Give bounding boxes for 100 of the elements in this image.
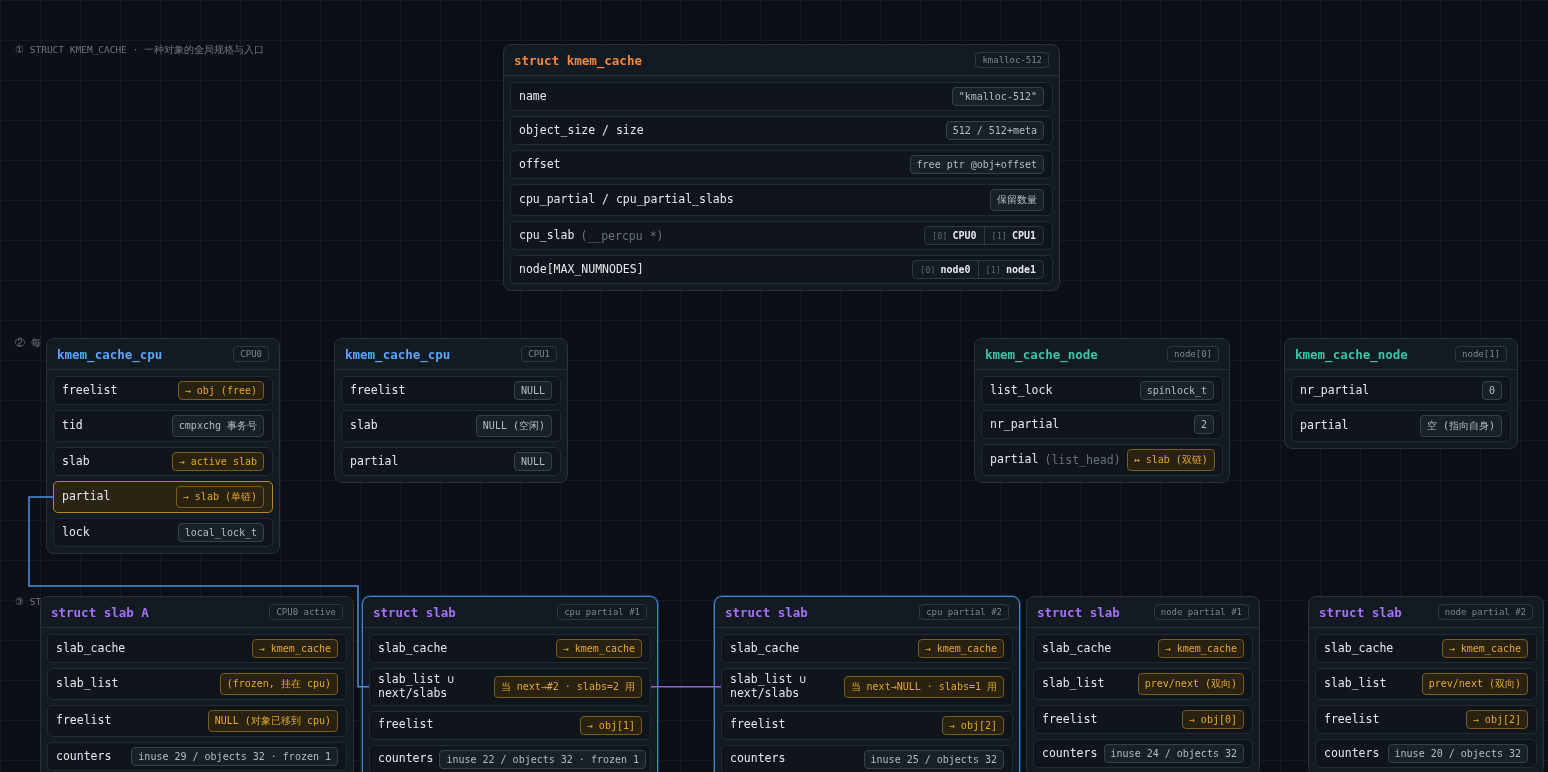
field-name: nr_partial	[990, 417, 1060, 432]
field-name: partial	[350, 454, 399, 469]
field-name: slab_list ∪ next/slabs	[730, 673, 808, 701]
instance-tag: cpu partial #1	[557, 604, 647, 620]
field-row	[1315, 705, 1537, 734]
array-entry: node1	[1005, 264, 1036, 275]
field-value: 空 (指向自身)	[1419, 415, 1502, 437]
field-row	[510, 116, 1053, 145]
pointer-value: NULL (对象已移到 cpu)	[207, 710, 338, 732]
field-name: freelist	[56, 714, 112, 728]
field-name: cpu_partial / cpu_partial_slabs	[519, 193, 734, 207]
field-name: object_size / size	[519, 123, 644, 138]
field-row	[510, 82, 1053, 111]
field-value: free ptr @obj+offset	[909, 155, 1044, 174]
instance-tag: CPU0 active	[269, 604, 343, 620]
field-row	[369, 710, 651, 740]
field-value: inuse 24 / objects 32	[1103, 744, 1244, 763]
field-row	[369, 668, 651, 706]
field-value: 2	[1193, 415, 1214, 434]
field-name: slab_cache	[1324, 641, 1394, 656]
field-row	[1291, 376, 1511, 405]
struct-title: struct slab	[725, 604, 808, 620]
field-row	[510, 184, 1053, 216]
field-row	[510, 150, 1053, 179]
field-row	[53, 410, 273, 442]
field-value: inuse 29 / objects 32 · frozen 1	[131, 747, 338, 766]
pointer-value: → kmem_cache	[251, 639, 338, 658]
field-name: slab_cache	[56, 641, 126, 656]
field-value: spinlock_t	[1139, 381, 1214, 400]
field-row	[47, 742, 347, 771]
field-value: cmpxchg 事务号	[171, 415, 264, 437]
field-name: partial	[1300, 419, 1349, 433]
field-row	[981, 410, 1223, 439]
pointer-value: (frozen, 挂在 cpu)	[219, 673, 338, 695]
struct-title: struct slab A	[51, 604, 149, 620]
field-name: nr_partial	[1300, 383, 1370, 398]
pointer-value: → kmem_cache	[555, 639, 642, 658]
struct-card	[1284, 338, 1518, 449]
pointer-value: → obj[0]	[1181, 710, 1244, 729]
field-value: inuse 20 / objects 32	[1387, 744, 1528, 763]
field-row	[53, 447, 273, 476]
struct-title: kmem_cache_node	[1295, 346, 1408, 362]
pointer-value: → kmem_cache	[1157, 639, 1244, 658]
array-index: [0]	[932, 230, 948, 241]
type-note: (list_head)	[1044, 453, 1121, 467]
field-name: slab_cache	[1042, 641, 1112, 656]
pointer-value: → obj (free)	[177, 381, 264, 400]
field-name: slab_list ∪ next/slabs	[378, 673, 456, 701]
struct-card	[40, 596, 354, 772]
field-name: freelist	[62, 383, 118, 398]
pointer-value: ↔ slab (双链)	[1126, 449, 1215, 471]
struct-card	[46, 338, 280, 554]
field-row	[53, 376, 273, 405]
pointer-value: → kmem_cache	[917, 639, 1004, 658]
struct-title: kmem_cache_cpu	[57, 346, 163, 362]
field-row	[341, 410, 561, 442]
field-name: slab_cache	[378, 641, 448, 656]
field-value: NULL	[513, 452, 552, 471]
pointer-value: prev/next (双向)	[1137, 673, 1244, 695]
field-name: slab	[62, 454, 90, 469]
struct-card	[503, 44, 1060, 291]
instance-tag: kmalloc-512	[975, 52, 1049, 68]
field-value: local_lock_t	[177, 523, 264, 542]
field-row	[369, 634, 651, 663]
struct-title: kmem_cache_cpu	[345, 346, 451, 362]
field-row	[341, 376, 561, 405]
field-row	[53, 518, 273, 547]
pointer-value: → slab (单链)	[175, 486, 264, 508]
instance-tag: CPU1	[521, 346, 557, 362]
section-label: ③ ST	[15, 596, 42, 607]
field-name: slab	[350, 419, 378, 433]
pointer-value: 当 next→#2 · slabs=2 用	[493, 675, 642, 698]
field-row	[1315, 668, 1537, 700]
field-row	[369, 744, 651, 772]
field-name: freelist	[1042, 712, 1098, 727]
field-value: inuse 25 / objects 32	[863, 749, 1004, 769]
field-name: slab_list	[1042, 677, 1105, 691]
instance-tag: node[0]	[1167, 346, 1219, 362]
section-label: ② 每	[15, 337, 41, 350]
field-value: inuse 22 / objects 32 · frozen 1	[439, 749, 647, 769]
field-name: freelist	[378, 718, 434, 732]
connector-line	[650, 686, 722, 688]
field-name: list_lock	[990, 383, 1053, 398]
field-name: counters	[1324, 746, 1380, 761]
struct-card	[334, 338, 568, 483]
struct-card	[714, 596, 1020, 772]
instance-tag: cpu partial #2	[919, 604, 1009, 620]
field-row	[47, 634, 347, 663]
field-value: 保留数量	[990, 189, 1044, 211]
field-row	[47, 705, 347, 737]
field-name: counters	[730, 752, 786, 766]
array-entry: node0	[940, 264, 971, 275]
struct-title: struct kmem_cache	[514, 52, 642, 68]
field-name: node[MAX_NUMNODES]	[519, 262, 644, 277]
field-name: slab_list	[1324, 677, 1387, 691]
struct-title: struct slab	[1319, 604, 1402, 620]
field-name: lock	[62, 525, 90, 540]
field-value: 512 / 512+meta	[945, 121, 1044, 140]
field-row	[721, 710, 1013, 740]
pointer-value: → obj[2]	[941, 715, 1004, 735]
